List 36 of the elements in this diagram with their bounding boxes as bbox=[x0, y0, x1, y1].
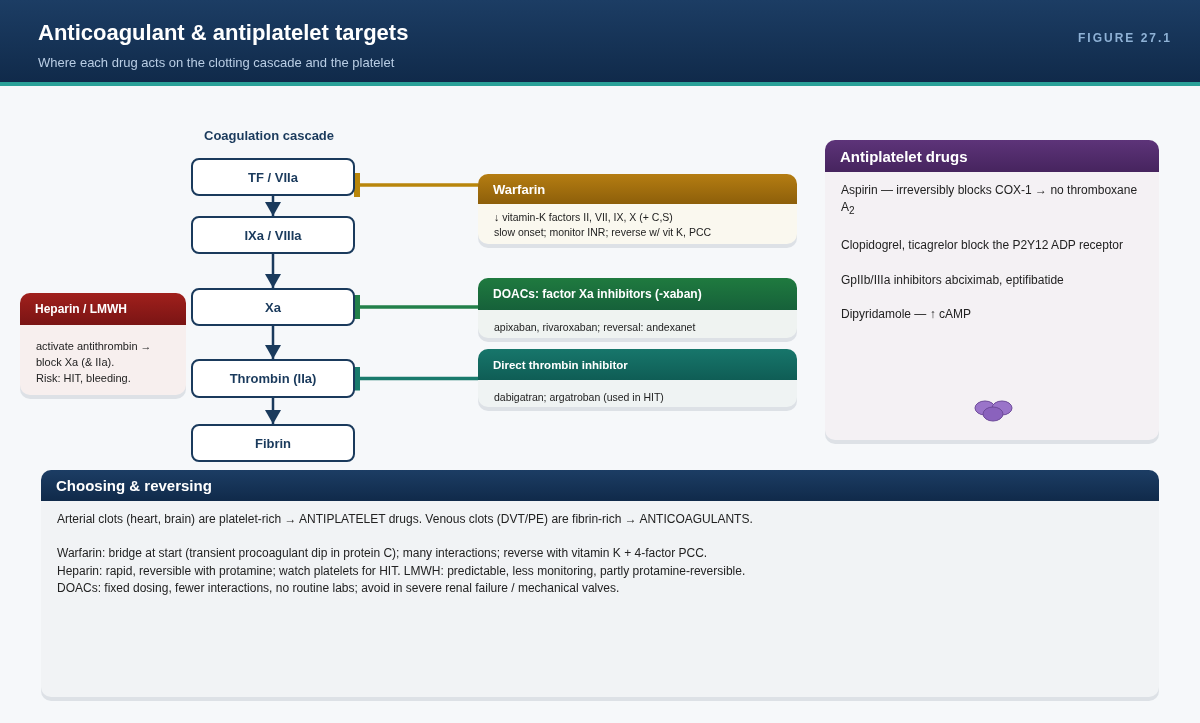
process-box: Thrombin (IIa) bbox=[191, 359, 355, 398]
process-box: IXa / VIIIa bbox=[191, 216, 355, 254]
inhibition-line bbox=[354, 173, 478, 197]
arrow bbox=[265, 398, 281, 424]
process-box: Fibrin bbox=[191, 424, 355, 462]
arrow bbox=[265, 196, 281, 216]
inhibition-line bbox=[354, 366, 478, 391]
body-text: activate antithrombin → block Xa (& IIa). bbox=[36, 339, 153, 370]
body-text: Aspirin — irreversibly blocks COX-1 → no thromboxane A$_{2}$ bbox=[841, 182, 1139, 219]
panel-heading: Choosing & reversing bbox=[41, 470, 1159, 501]
panel-heading: Warfarin bbox=[478, 174, 797, 204]
panel-heading: Heparin / LMWH bbox=[20, 293, 186, 325]
body-text: DOACs: fixed dosing, fewer interactions, no routine labs; avoid in severe renal failure / mechanical valves. bbox=[57, 580, 621, 598]
panel-heading: Antiplatelet drugs bbox=[825, 140, 1159, 172]
body-text: ↓ vitamin-K factors II, VII, IX, X (+ C,S) bbox=[494, 210, 674, 225]
arrow bbox=[265, 254, 281, 288]
subtitle: Where each drug acts on the clotting cascade and the platelet bbox=[38, 55, 395, 70]
body-text: Dipyridamole — ↑ cAMP bbox=[841, 306, 973, 323]
title: Anticoagulant & antiplatelet targets bbox=[38, 20, 409, 46]
body-text: Risk: HIT, bleeding. bbox=[36, 370, 132, 386]
process-box: TF / VIIa bbox=[191, 158, 355, 196]
body-text: GpIIb/IIIa inhibitors abciximab, eptifibatide bbox=[841, 271, 1065, 289]
section-heading: Coagulation cascade bbox=[204, 128, 335, 143]
body-text: Clopidogrel, ticagrelor block the P2Y12 ADP receptor bbox=[841, 237, 1124, 255]
body-text: slow onset; monitor INR; reverse w/ vit K, PCC bbox=[494, 225, 713, 240]
body-text: Arterial clots (heart, brain) are platelet-rich → ANTIPLATELET drugs. Venous clots (DVT/PE) are fibrin-rich → ANTICOAGULANTS. bbox=[57, 511, 754, 528]
arrow bbox=[265, 326, 281, 359]
body-text: dabigatran; argatroban (used in HIT) bbox=[494, 390, 665, 405]
panel-heading: Direct thrombin inhibitor bbox=[478, 349, 797, 380]
body-text: apixaban, rivaroxaban; reversal: andexanet bbox=[494, 320, 697, 335]
inhibition-line bbox=[354, 295, 478, 319]
figure-number: FIGURE 27.1 bbox=[1078, 31, 1173, 45]
body-text: Heparin: rapid, reversible with protamine; watch platelets for HIT. LMWH: predictable, less monitoring, partly protamine-reversible. bbox=[57, 562, 747, 580]
process-box: Xa bbox=[191, 288, 355, 326]
body-text: Warfarin: bridge at start (transient procoagulant dip in protein C); many interactions; reverse with vitamin K + 4-factor PCC. bbox=[57, 545, 709, 563]
panel-heading: DOACs: factor Xa inhibitors (-xaban) bbox=[478, 278, 797, 310]
